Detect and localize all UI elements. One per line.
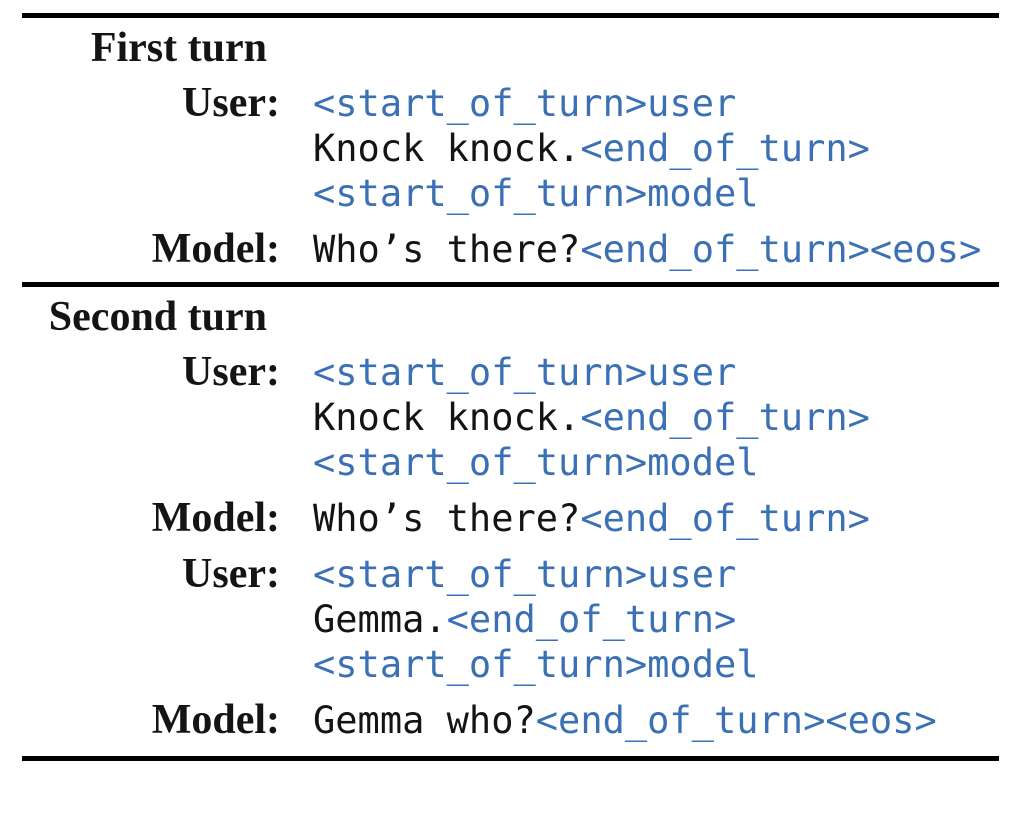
dialogue-text: Knock knock. (313, 127, 581, 170)
code-block: Gemma who?<end_of_turn><eos> (313, 698, 937, 743)
table-rule-bottom (22, 756, 999, 761)
speaker-label: User: (182, 80, 280, 126)
code-line: Knock knock.<end_of_turn> (313, 395, 870, 440)
code-line: <start_of_turn>model (313, 642, 759, 687)
speaker-label: Model: (151, 697, 280, 743)
dialogue-row: Model: Who’s there?<end_of_turn> (0, 496, 1024, 541)
table-rule-top (22, 13, 999, 18)
speaker-label: Model: (151, 495, 280, 541)
code-line: <start_of_turn>model (313, 171, 870, 216)
code-line: Gemma.<end_of_turn> (313, 597, 759, 642)
control-token-text: <start_of_turn>model (313, 172, 759, 215)
control-token-text: <start_of_turn>user (313, 351, 737, 394)
speaker-label: User: (182, 349, 280, 395)
control-token-text: <end_of_turn> (580, 396, 870, 439)
section-title: First turn (90, 25, 267, 71)
dialogue-row: Model: Gemma who?<end_of_turn><eos> (0, 698, 1024, 743)
speaker-label: Model: (151, 226, 280, 272)
control-token-text: <end_of_turn><eos> (580, 228, 982, 271)
code-line: Knock knock.<end_of_turn> (313, 126, 870, 171)
code-line: Who’s there?<end_of_turn><eos> (313, 227, 981, 272)
control-token-text: <end_of_turn> (580, 127, 870, 170)
speaker-label: User: (182, 551, 280, 597)
dialogue-text: Gemma who? (313, 699, 536, 742)
dialogue-text: Gemma. (313, 598, 447, 641)
dialogue-text: Who’s there? (313, 497, 581, 540)
code-line: <start_of_turn>model (313, 440, 870, 485)
section-title: Second turn (48, 294, 267, 340)
code-line: Who’s there?<end_of_turn> (313, 496, 870, 541)
control-token-text: <start_of_turn>model (313, 441, 759, 484)
code-block: Who’s there?<end_of_turn> (313, 496, 870, 541)
dialogue-row: Model: Who’s there?<end_of_turn><eos> (0, 227, 1024, 272)
control-token-text: <start_of_turn>user (313, 553, 737, 596)
code-line: <start_of_turn>user (313, 552, 759, 597)
code-line: <start_of_turn>user (313, 81, 870, 126)
control-token-text: <start_of_turn>model (313, 643, 759, 686)
dialogue-text: Knock knock. (313, 396, 581, 439)
table-rule-middle (22, 282, 999, 287)
control-token-text: <end_of_turn> (580, 497, 870, 540)
control-token-text: <start_of_turn>user (313, 82, 737, 125)
code-block: Who’s there?<end_of_turn><eos> (313, 227, 981, 272)
code-line: Gemma who?<end_of_turn><eos> (313, 698, 937, 743)
code-line: <start_of_turn>user (313, 350, 870, 395)
dialogue-text: Who’s there? (313, 228, 581, 271)
control-token-text: <end_of_turn><eos> (535, 699, 937, 742)
control-token-text: <end_of_turn> (446, 598, 737, 641)
